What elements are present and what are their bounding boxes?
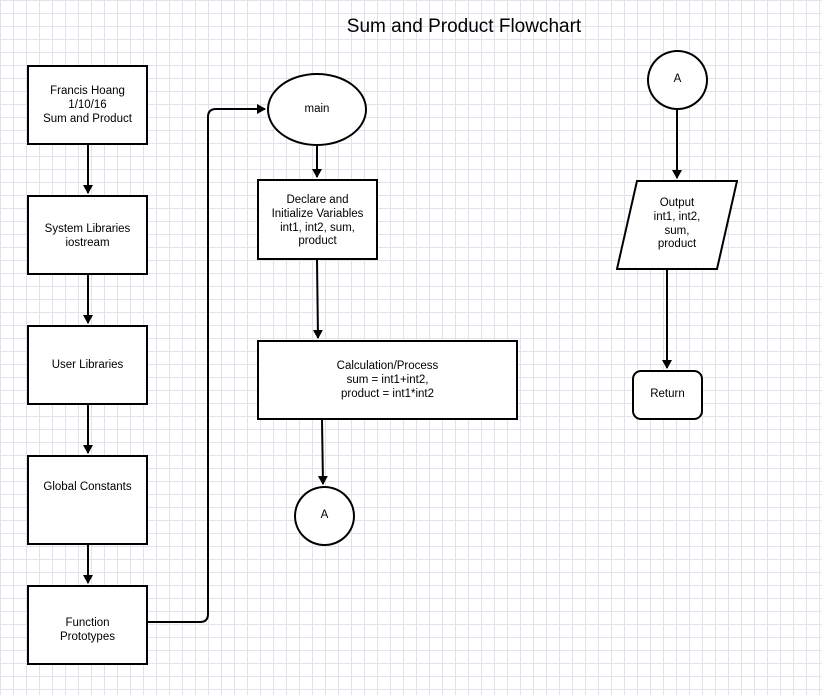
arrow-declare-to-calculation	[312, 259, 323, 339]
main-terminal: main	[267, 73, 367, 146]
header-block: Francis Hoang 1/10/16 Sum and Product	[27, 65, 148, 145]
system-libraries-block: System Libraries iostream	[27, 195, 148, 275]
function-prototypes-block: Function Prototypes	[27, 585, 148, 665]
output-shape	[616, 180, 738, 270]
user-libraries-block: User Libraries	[27, 325, 148, 405]
connector-a-bottom: A	[294, 486, 355, 546]
output-parallelogram: Output int1, int2, sum, product	[616, 180, 738, 270]
diagram-title: Sum and Product Flowchart	[346, 16, 582, 37]
global-constants-block: Global Constants	[27, 455, 148, 545]
arrow-prototypes-to-main	[148, 104, 266, 623]
declare-variables-block: Declare and Initialize Variables int1, i…	[257, 179, 378, 260]
arrow-calculation-to-a	[317, 419, 328, 485]
connector-a-top: A	[647, 50, 708, 110]
return-terminal: Return	[632, 370, 703, 420]
calculation-block: Calculation/Process sum = int1+int2, pro…	[257, 340, 518, 420]
output-label: Output int1, int2, sum, product	[653, 197, 701, 251]
